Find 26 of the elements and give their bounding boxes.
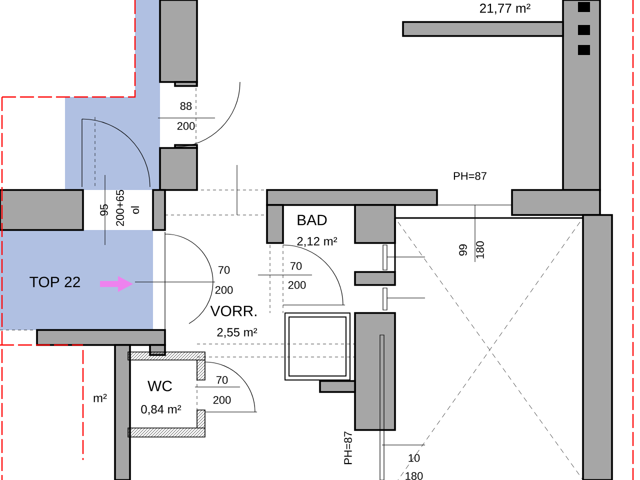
area-label: 0,84 m²: [141, 405, 182, 415]
dimension-label: 180: [476, 241, 484, 258]
height-label: PH=87: [454, 172, 486, 180]
area-label: 21,77 m²: [480, 4, 530, 14]
dimension-label: 200+65: [116, 190, 124, 226]
dimension-label: 10: [408, 454, 420, 462]
room-name: TOP 22: [30, 276, 80, 288]
dimension-label: 70: [216, 376, 228, 384]
area-label: m²: [94, 394, 107, 402]
room-name: WC: [148, 380, 172, 392]
dimension-label: 70: [290, 262, 302, 270]
dimension-label: 95: [100, 204, 108, 216]
dimension-label: 200: [213, 396, 231, 404]
dimension-label: 70: [218, 266, 230, 274]
dimension-label: 200: [288, 281, 306, 289]
dimension-label: 88: [180, 102, 192, 110]
dimension-label: 200: [215, 286, 233, 294]
height-label: PH=87: [344, 432, 352, 464]
dimension-label: ol: [130, 206, 140, 214]
dimension-label: 180: [406, 472, 423, 480]
room-name: BAD: [298, 214, 327, 226]
area-label: 2,12 m²: [297, 237, 338, 247]
dimension-label: 200: [177, 122, 195, 130]
area-label: 2,55 m²: [217, 328, 258, 338]
room-name: VORR.: [210, 306, 256, 316]
dimension-label: 99: [459, 244, 467, 256]
